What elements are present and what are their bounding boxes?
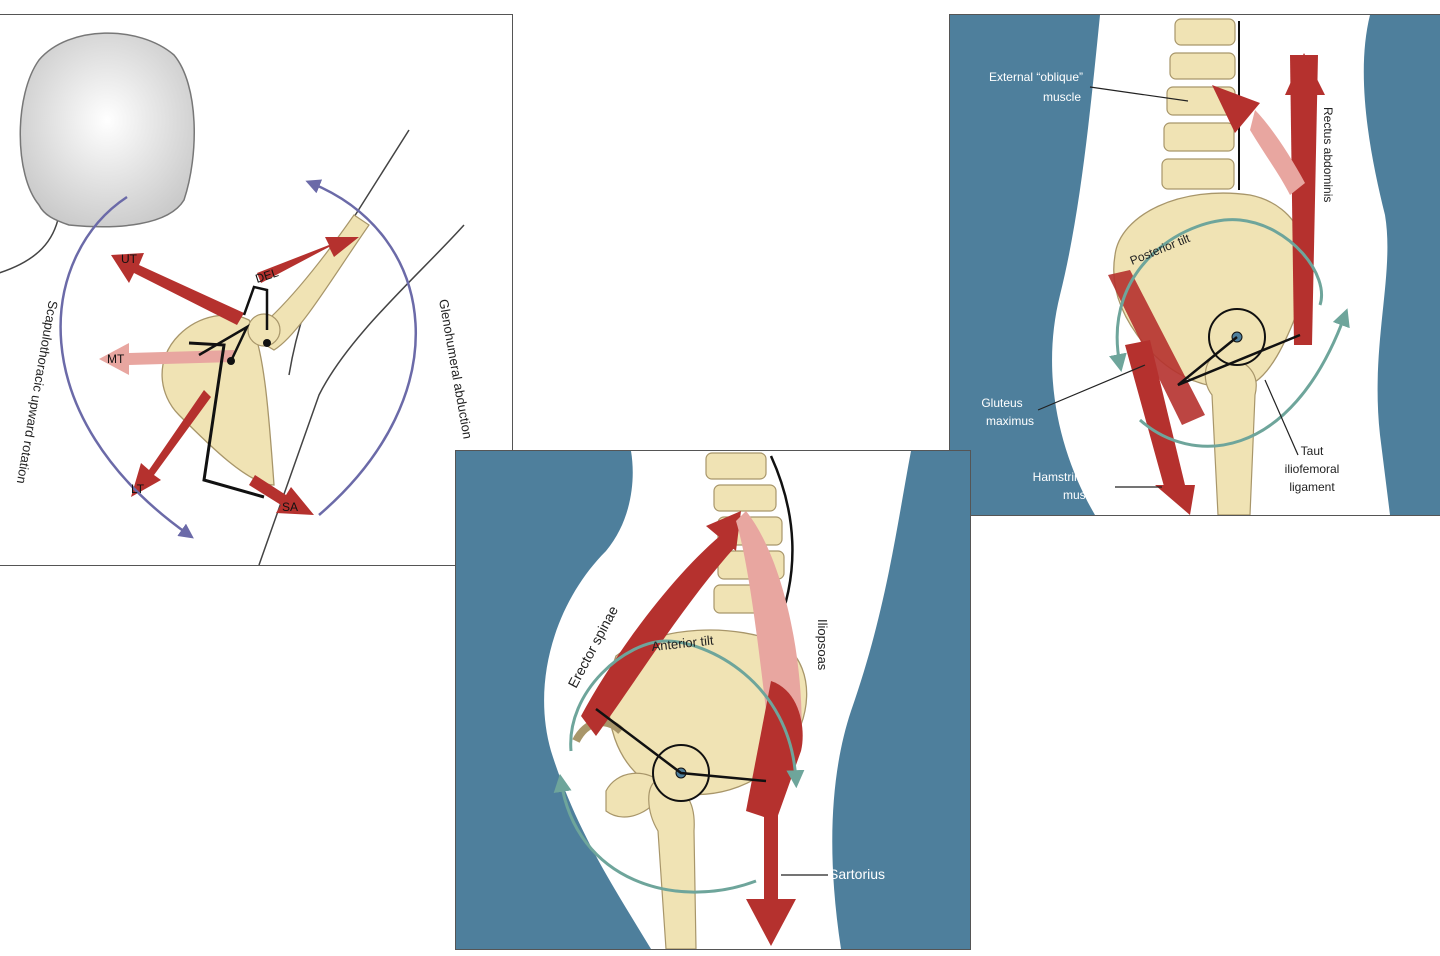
mt-lever-lines	[198, 323, 250, 362]
scapular-axis	[227, 357, 235, 365]
glenohumeral-label: Glenohumeral abduction	[436, 298, 475, 440]
external-oblique-label-2: muscle	[1043, 90, 1081, 104]
sa-label: SA	[282, 500, 298, 514]
scapula-lever-lines	[188, 341, 265, 499]
posterior-tilt-diagram: External “oblique” muscle Rectus abdomin…	[981, 15, 1390, 515]
shoulder-panel: UT DEL MT LT SA Scapulothoracic upward r…	[0, 14, 513, 566]
taut-label-1: Taut	[1301, 444, 1324, 458]
pelvic-lever-lines	[1177, 333, 1301, 387]
humeral-head	[247, 313, 281, 347]
del-arrow	[257, 237, 359, 283]
external-oblique-muscle	[1250, 110, 1305, 195]
arm-outline	[258, 224, 465, 565]
anterior-tilt-arc-bottom	[553, 773, 757, 894]
posterior-tilt-arc-top	[1109, 218, 1323, 373]
posterior-tilt-arc-bottom	[1138, 308, 1350, 448]
mt-arrow	[99, 343, 234, 375]
gluteus-leader-line	[1037, 364, 1146, 411]
external-oblique-label-1: External “oblique”	[989, 70, 1083, 84]
iliopsoas-muscle	[746, 681, 803, 821]
gluteus-label-1: Gluteus	[981, 396, 1022, 410]
rectus-arrowhead	[1285, 53, 1325, 95]
lt-arrow	[131, 390, 211, 497]
rectus-abdominis	[1290, 55, 1318, 345]
lt-label: LT	[131, 482, 145, 496]
del-label: DEL	[254, 265, 281, 286]
ut-arrow	[111, 253, 244, 325]
sartorius-label: Sartorius	[829, 866, 885, 882]
anterior-tilt-panel: Erector spinae Anterior tilt Iliopsoas S…	[455, 450, 971, 950]
erector-spinae-muscle	[581, 531, 736, 736]
gluteus-label-2: maximus	[986, 414, 1034, 428]
hamstring-muscle	[1125, 340, 1185, 490]
head	[19, 32, 195, 228]
sartorius-muscle	[764, 761, 778, 901]
glenohumeral-axis	[263, 339, 271, 347]
gluteus-maximus-muscle	[1108, 270, 1205, 425]
mt-label: MT	[107, 352, 125, 366]
taut-label-3: ligament	[1289, 480, 1335, 494]
hamstring-arrowhead	[1155, 485, 1195, 515]
oblique-arrowhead	[1212, 85, 1260, 133]
iliopsoas-label: Iliopsoas	[815, 619, 830, 671]
anterior-tilt-arc-top	[569, 639, 805, 789]
sartorius-arrowhead	[746, 899, 796, 946]
posterior-tilt-panel: External “oblique” muscle Rectus abdomin…	[949, 14, 1440, 516]
scapulothoracic-rotation-arrow	[59, 195, 194, 539]
ut-label: UT	[121, 252, 138, 266]
humerus-lever-lines	[242, 285, 269, 330]
anterior-tilt-label: Anterior tilt	[651, 633, 715, 654]
erector-spinae-arrowhead	[706, 511, 741, 551]
taut-label-2: iliofemoral	[1285, 462, 1340, 476]
anterior-tilt-diagram: Erector spinae Anterior tilt Iliopsoas S…	[544, 451, 911, 949]
neck-outline	[0, 214, 60, 274]
sa-arrow	[249, 475, 314, 515]
pelvic-lever-lines	[595, 708, 767, 783]
rectus-abdominis-label: Rectus abdominis	[1321, 107, 1335, 202]
hamstring-label-2: muscle	[1063, 488, 1101, 502]
hamstring-label-1: Hamstring	[1033, 470, 1088, 484]
scapulothoracic-label: Scapulothoracic upward rotation	[14, 299, 61, 485]
glenohumeral-abduction-arrow	[305, 179, 417, 516]
shoulder-diagram: UT DEL MT LT SA Scapulothoracic upward r…	[0, 32, 475, 565]
taut-leader-line	[1264, 379, 1299, 456]
oblique-leader-line	[1089, 86, 1189, 102]
